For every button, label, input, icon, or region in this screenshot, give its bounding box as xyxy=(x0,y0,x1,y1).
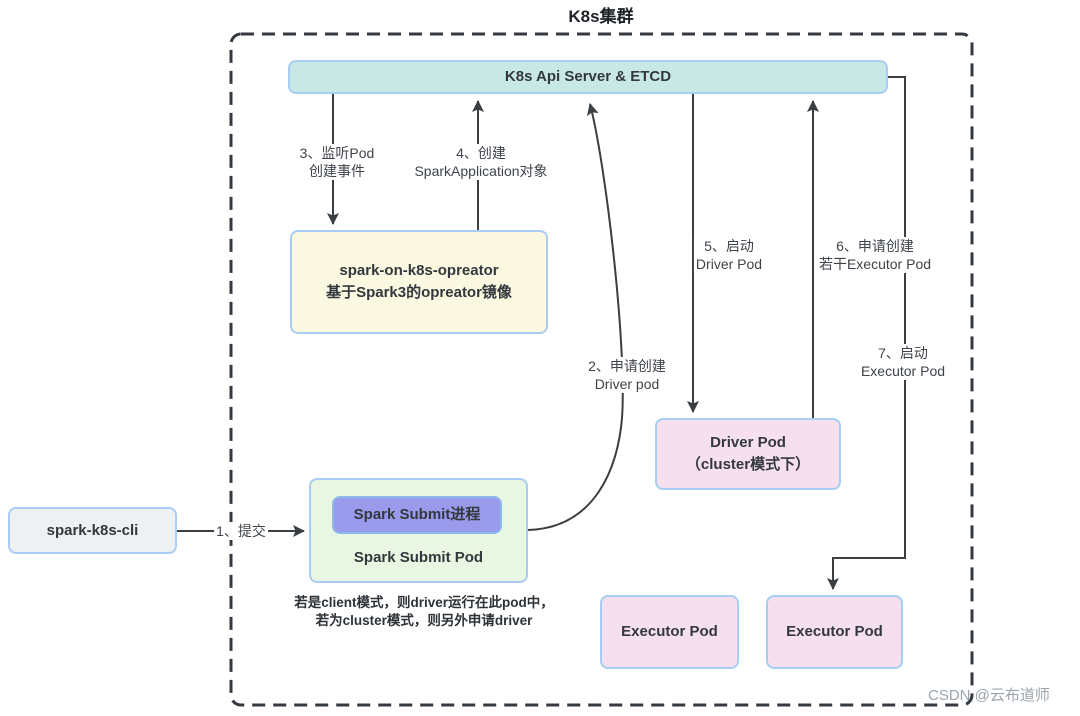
driver-pod-title: Driver Pod xyxy=(710,434,786,452)
node-spark-submit-process: Spark Submit进程 xyxy=(332,496,502,534)
label-step5-line2: Driver Pod xyxy=(695,256,763,272)
label-step2-line1: 2、申请创建 xyxy=(588,358,666,374)
label-step6-request-executors: 6、申请创建 若干Executor Pod xyxy=(816,237,934,273)
label-step4-line1: 4、创建 xyxy=(456,145,506,161)
arrow-step2-request-driver xyxy=(527,103,624,531)
cli-label: spark-k8s-cli xyxy=(46,521,139,539)
label-step7-line1: 7、启动 xyxy=(878,345,928,361)
label-step3-watch-pod: 3、监听Pod 创建事件 xyxy=(297,144,377,180)
note-line1: 若是client模式，则driver运行在此pod中， xyxy=(294,595,554,610)
label-step2-line2: Driver pod xyxy=(594,376,660,392)
node-spark-operator: spark-on-k8s-opreator 基于Spark3的opreator镜… xyxy=(290,230,548,334)
driver-pod-mode: （cluster模式下） xyxy=(685,456,811,473)
node-spark-k8s-cli: spark-k8s-cli xyxy=(8,507,177,554)
cluster-boundary xyxy=(229,32,974,707)
label-step7-start-executor: 7、启动 Executor Pod xyxy=(858,344,948,380)
label-step4-create-sparkapplication: 4、创建 SparkApplication对象 xyxy=(412,144,550,180)
executor-pod-right-label: Executor Pod xyxy=(786,623,883,641)
label-step3-line1: 3、监听Pod xyxy=(299,145,375,161)
spark-submit-process-label: Spark Submit进程 xyxy=(353,506,481,524)
label-step7-line2: Executor Pod xyxy=(860,363,946,379)
label-step6-line1: 6、申请创建 xyxy=(836,238,914,254)
label-step4-line2: SparkApplication对象 xyxy=(414,163,548,179)
label-step1-submit: 1、提交 xyxy=(214,522,268,540)
operator-image-note: 基于Spark3的opreator镜像 xyxy=(326,284,512,301)
arrow-step7-start-executor xyxy=(827,76,906,590)
node-k8s-api-server: K8s Api Server & ETCD xyxy=(288,60,888,94)
node-executor-pod-right: Executor Pod xyxy=(766,595,903,669)
label-step5-start-driver: 5、启动 Driver Pod xyxy=(693,237,765,273)
csdn-watermark: CSDN @云布道师 xyxy=(928,687,1050,704)
label-step6-line2: 若干Executor Pod xyxy=(818,256,932,272)
note-line2: 若为cluster模式，则另外申请driver xyxy=(315,613,533,628)
api-server-label: K8s Api Server & ETCD xyxy=(504,68,672,86)
label-step5-line1: 5、启动 xyxy=(704,238,754,254)
operator-name: spark-on-k8s-opreator xyxy=(339,262,499,280)
diagram-title: K8s集群 xyxy=(568,7,634,26)
node-driver-pod: Driver Pod （cluster模式下） xyxy=(655,418,841,490)
label-step2-request-driver: 2、申请创建 Driver pod xyxy=(586,357,668,393)
client-cluster-mode-note: 若是client模式，则driver运行在此pod中， 若为cluster模式，… xyxy=(294,594,554,630)
label-step1-line1: 1、提交 xyxy=(216,523,266,539)
spark-submit-pod-label: Spark Submit Pod xyxy=(353,549,484,567)
executor-pod-left-label: Executor Pod xyxy=(621,623,718,641)
node-executor-pod-left: Executor Pod xyxy=(600,595,739,669)
label-step3-line2: 创建事件 xyxy=(308,163,365,179)
